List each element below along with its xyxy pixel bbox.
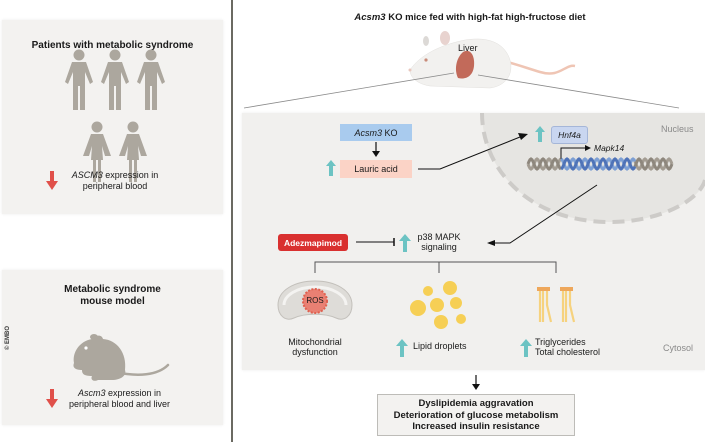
outcome-item: Dyslipidemia aggravation — [418, 398, 534, 409]
dna-strand — [560, 157, 637, 171]
p38-line1: p38 MAPK — [417, 232, 461, 242]
diagram-title: Acsm3 KO mice fed with high-fat high-fru… — [235, 12, 705, 23]
up-arrow-icon — [396, 339, 408, 357]
effect-mitochondrial: Mitochondrial dysfunction — [270, 337, 360, 357]
up-arrow-icon — [535, 126, 545, 142]
person-icon — [101, 49, 129, 110]
down-arrow-icon — [46, 171, 58, 190]
mouse-model-title-line2: mouse model — [80, 296, 145, 307]
mouse-model-title-line1: Metabolic syndrome — [64, 284, 161, 295]
up-arrow-icon — [399, 234, 411, 252]
title-gene: Acsm3 — [354, 12, 386, 23]
hnf4a-box: Hnf4a — [551, 126, 588, 144]
mapk14-label: Mapk14 — [594, 143, 624, 153]
person-icon — [65, 49, 93, 110]
person-icon — [83, 121, 111, 182]
patients-finding-line2: peripheral blood — [82, 181, 148, 191]
effect-lipid-droplets: Lipid droplets — [413, 341, 467, 351]
mouse-finding-line2: peripheral blood and liver — [68, 399, 171, 409]
dna-strand — [633, 157, 674, 171]
mouse-model-finding: Ascm3 expression in peripheral blood and… — [57, 388, 182, 410]
mouse-finding-gene: Ascm3 — [77, 388, 106, 398]
outcome-item: Deterioration of glucose metabolism — [393, 409, 559, 421]
up-arrow-icon — [326, 160, 336, 176]
effect-triglycerides: Triglycerides Total cholesterol — [535, 337, 600, 357]
dna-strand — [560, 157, 637, 171]
mapk14-text: Mapk14 — [594, 143, 625, 153]
down-arrow-icon — [46, 389, 58, 408]
ros-label: ROS — [306, 296, 324, 305]
effect-mito-line2: dysfunction — [292, 347, 338, 357]
patients-figures — [65, 49, 165, 182]
outcomes-box: Dyslipidemia aggravation Deterioration o… — [377, 394, 575, 436]
effect-mito-line1: Mitochondrial — [288, 337, 342, 347]
outcome-item: Increased insulin resistance — [412, 421, 540, 432]
mouse-icon — [73, 334, 170, 381]
up-arrow-icon — [520, 339, 532, 357]
arrow-to-outcomes — [472, 375, 480, 390]
effect-tg-line2: Total cholesterol — [535, 347, 601, 357]
cytosol-label: Cytosol — [663, 343, 694, 353]
acsm3-ko-text: KO — [382, 127, 398, 138]
acsm3-ko-box: Acsm3 KO — [340, 124, 412, 141]
patients-finding-gene: ASCM3 — [71, 170, 103, 180]
arrow-ko-to-lauric — [372, 142, 380, 157]
title-text: KO mice fed with high-fat high-fructose … — [385, 12, 586, 23]
column-divider — [231, 0, 233, 442]
nucleus-label: Nucleus — [661, 124, 694, 134]
liver-label: Liver — [458, 43, 478, 53]
dna-strand — [526, 157, 562, 171]
lauric-acid-box: Lauric acid — [340, 160, 412, 178]
effect-tg-line1: Triglycerides — [535, 337, 586, 347]
patients-finding-text: expression in — [102, 170, 159, 180]
hnf4a-label: Hnf4a — [558, 130, 581, 140]
mouse-model-panel: Metabolic syndrome mouse model Ascm3 exp… — [2, 270, 223, 425]
patients-finding: ASCM3 expression in peripheral blood — [60, 170, 170, 192]
p38-line2: signaling — [421, 242, 457, 252]
patients-panel: Patients with metabolic syndrome ASCM3 e… — [2, 20, 223, 214]
person-icon — [137, 49, 165, 110]
person-icon — [119, 121, 147, 182]
mouse-finding-text: expression in — [105, 388, 162, 398]
patients-panel-title: Patients with metabolic syndrome — [31, 40, 194, 51]
p38-mapk-label: p38 MAPK signaling — [413, 232, 465, 252]
mouse-model-title: Metabolic syndrome mouse model — [2, 284, 223, 308]
acsm3-ko-gene: Acsm3 — [354, 127, 382, 138]
adezmapimod-box: Adezmapimod — [278, 234, 348, 251]
